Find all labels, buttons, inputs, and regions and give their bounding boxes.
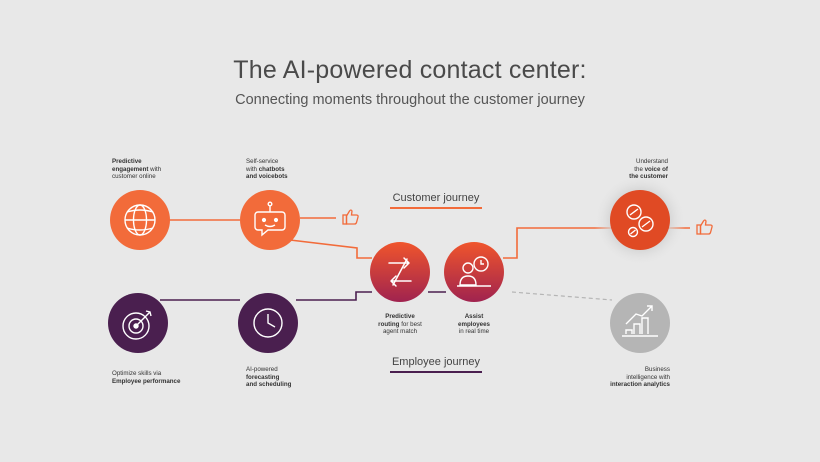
caption-line: Understand	[636, 158, 668, 165]
caption-line: employees	[458, 320, 490, 328]
caption-line: for best	[399, 320, 422, 328]
caption-line: with	[148, 165, 162, 173]
routing-arrows-icon	[388, 257, 412, 287]
caption-line: chatbots	[258, 165, 285, 173]
page-title: The AI-powered contact center:	[233, 56, 587, 84]
caption-line: routing	[378, 320, 400, 328]
globe-icon	[124, 204, 156, 236]
thumbs-up-icon	[696, 219, 713, 235]
caption-line: Business	[644, 366, 670, 373]
caption-line: in real time	[458, 328, 490, 336]
employee-journey-underline	[390, 371, 482, 373]
caption-line: Employee performance	[112, 377, 181, 385]
clock-icon	[253, 308, 283, 338]
node-predictive-engagement[interactable]	[110, 190, 170, 250]
customer-journey-label: Customer journey	[390, 192, 482, 209]
node-business-intelligence[interactable]	[610, 293, 670, 353]
agent-assist-icon	[457, 256, 491, 287]
caption-voice-of-customer: Understand the voice of the customer	[588, 158, 668, 181]
employee-journey-text: Employee journey	[391, 356, 481, 368]
node-predictive-routing[interactable]	[370, 242, 430, 302]
caption-line: the	[634, 165, 645, 173]
employee-journey-line	[160, 291, 446, 301]
customer-journey-underline	[390, 207, 482, 209]
caption-line: intelligence with	[626, 373, 670, 381]
caption-line: Predictive	[112, 158, 142, 165]
node-self-service[interactable]	[240, 190, 300, 250]
caption-line: engagement	[112, 165, 149, 173]
node-employee-performance[interactable]	[108, 293, 168, 353]
caption-line: Assist	[464, 313, 484, 320]
caption-line: Predictive	[385, 313, 415, 320]
caption-predictive-routing: Predictive routing for best agent match	[362, 313, 438, 336]
customer-journey-text: Customer journey	[392, 192, 480, 204]
analytics-dashed-line	[511, 291, 613, 301]
caption-forecasting: AI-powered forecasting and scheduling	[246, 366, 326, 389]
node-forecasting[interactable]	[238, 293, 298, 353]
caption-line: agent match	[382, 328, 418, 336]
caption-line: Optimize skills via	[112, 370, 162, 377]
employee-journey-label: Employee journey	[390, 356, 482, 373]
caption-employee-performance: Optimize skills via Employee performance	[112, 370, 202, 385]
chatbot-icon	[254, 201, 286, 237]
caption-assist-employees: Assist employees in real time	[440, 313, 508, 336]
caption-business-intelligence: Business intelligence with interaction a…	[580, 366, 670, 389]
caption-self-service: Self-service with chatbots and voicebots	[246, 158, 326, 181]
caption-line: customer online	[112, 173, 156, 181]
node-assist-employees[interactable]	[444, 242, 504, 302]
speech-bubbles-icon	[626, 204, 654, 238]
caption-line: forecasting	[246, 373, 280, 381]
caption-predictive-engagement: Predictive engagement with customer onli…	[112, 158, 192, 181]
target-icon	[122, 310, 152, 340]
thumbs-up-icon	[342, 209, 359, 225]
caption-line: Self-service	[246, 158, 279, 165]
caption-line: and scheduling	[246, 381, 292, 389]
page-subtitle: Connecting moments throughout the custom…	[235, 92, 585, 108]
caption-line: and voicebots	[246, 173, 288, 181]
caption-line: the customer	[629, 173, 668, 181]
node-voice-of-customer[interactable]	[610, 190, 670, 250]
customer-journey-line	[168, 217, 690, 259]
caption-line: voice of	[644, 165, 668, 173]
analytics-chart-icon	[622, 305, 658, 337]
caption-line: AI-powered	[246, 366, 278, 373]
caption-line: interaction analytics	[610, 381, 670, 389]
caption-line: with	[246, 165, 259, 173]
